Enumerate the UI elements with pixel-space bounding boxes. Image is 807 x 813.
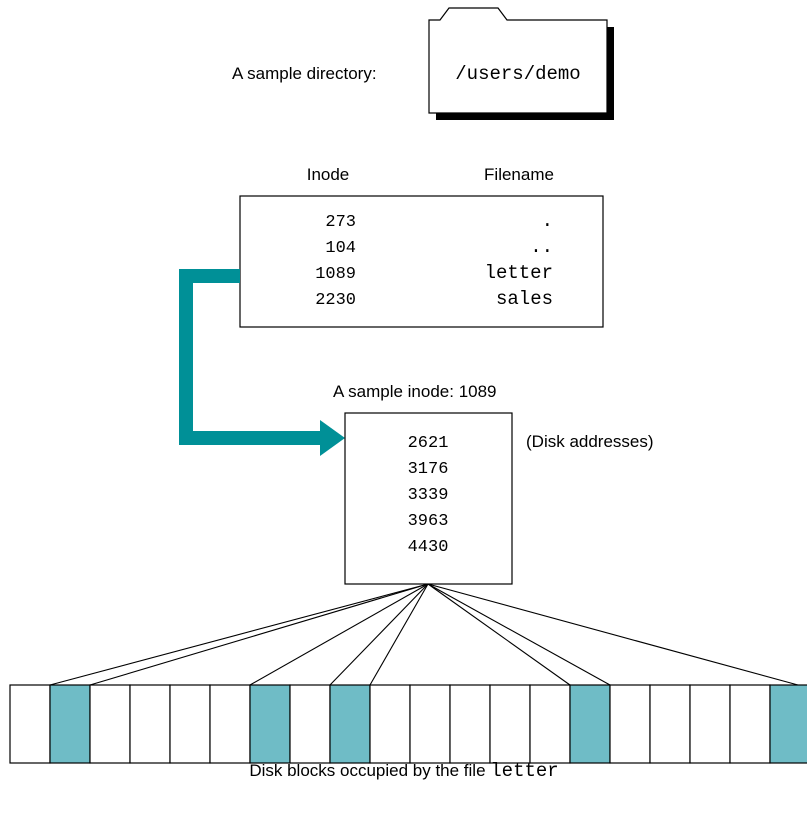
disk-block-occupied	[49, 684, 91, 764]
column-header-inode: Inode	[307, 165, 350, 184]
disk-address: 3339	[408, 486, 449, 505]
disk-block-occupied	[249, 684, 291, 764]
disk-block	[409, 684, 451, 764]
disk-block	[729, 684, 771, 764]
disk-address: 3963	[408, 512, 449, 531]
column-header-filename: Filename	[484, 165, 554, 184]
disk-address: 4430	[408, 538, 449, 557]
disk-block	[649, 684, 691, 764]
inode-box	[344, 412, 513, 585]
inode-address-list: 2621 3176 3339 3963 4430	[408, 434, 449, 557]
disk-block-occupied	[769, 684, 807, 764]
disk-block	[169, 684, 211, 764]
disk-block	[209, 684, 251, 764]
directory-table-rows: 273. 104.. 1089 letter 2230 sales	[315, 210, 553, 310]
directory-path: /users/demo	[455, 63, 580, 85]
disk-block	[609, 684, 651, 764]
address-pointer-line	[427, 583, 571, 686]
directory-table-box	[239, 195, 604, 328]
disk-addresses-note: (Disk addresses)	[526, 432, 654, 451]
disk-block	[529, 684, 571, 764]
inode-number-cell: 2230	[315, 291, 356, 310]
disk-caption-text: Disk blocks occupied by the file	[249, 761, 490, 780]
directory-label: A sample directory:	[232, 64, 377, 83]
address-pointer-line	[369, 583, 429, 686]
disk-address: 3176	[408, 460, 449, 479]
inode-number-cell: 104	[325, 239, 356, 258]
address-pointer-line	[89, 583, 429, 686]
disk-address: 2621	[408, 434, 449, 453]
disk-block	[289, 684, 331, 764]
disk-caption: Disk blocks occupied by the file letter	[249, 760, 558, 782]
disk-block-strip	[9, 684, 807, 764]
inode-label: A sample inode: 1089	[333, 382, 497, 401]
address-pointer-line	[249, 583, 429, 686]
disk-block	[449, 684, 491, 764]
address-pointer-line	[49, 583, 429, 686]
pointer-arrow	[179, 269, 345, 456]
disk-block-occupied	[569, 684, 611, 764]
folder-icon	[428, 7, 614, 120]
disk-block-occupied	[329, 684, 371, 764]
disk-block	[489, 684, 531, 764]
filename-cell: letter	[485, 262, 553, 284]
address-pointer-line	[427, 583, 611, 686]
disk-block	[9, 684, 51, 764]
filename-cell: .	[542, 210, 553, 232]
filename-cell: sales	[496, 288, 553, 310]
disk-caption-filename: letter	[490, 760, 558, 782]
disk-block	[689, 684, 731, 764]
address-pointer-lines	[49, 583, 799, 686]
disk-block	[129, 684, 171, 764]
address-pointer-line	[329, 583, 429, 686]
filename-cell: ..	[530, 236, 553, 258]
disk-block	[89, 684, 131, 764]
disk-block	[369, 684, 411, 764]
inode-number-cell: 273	[325, 213, 356, 232]
inode-number-cell: 1089	[315, 265, 356, 284]
address-pointer-line	[427, 583, 799, 686]
